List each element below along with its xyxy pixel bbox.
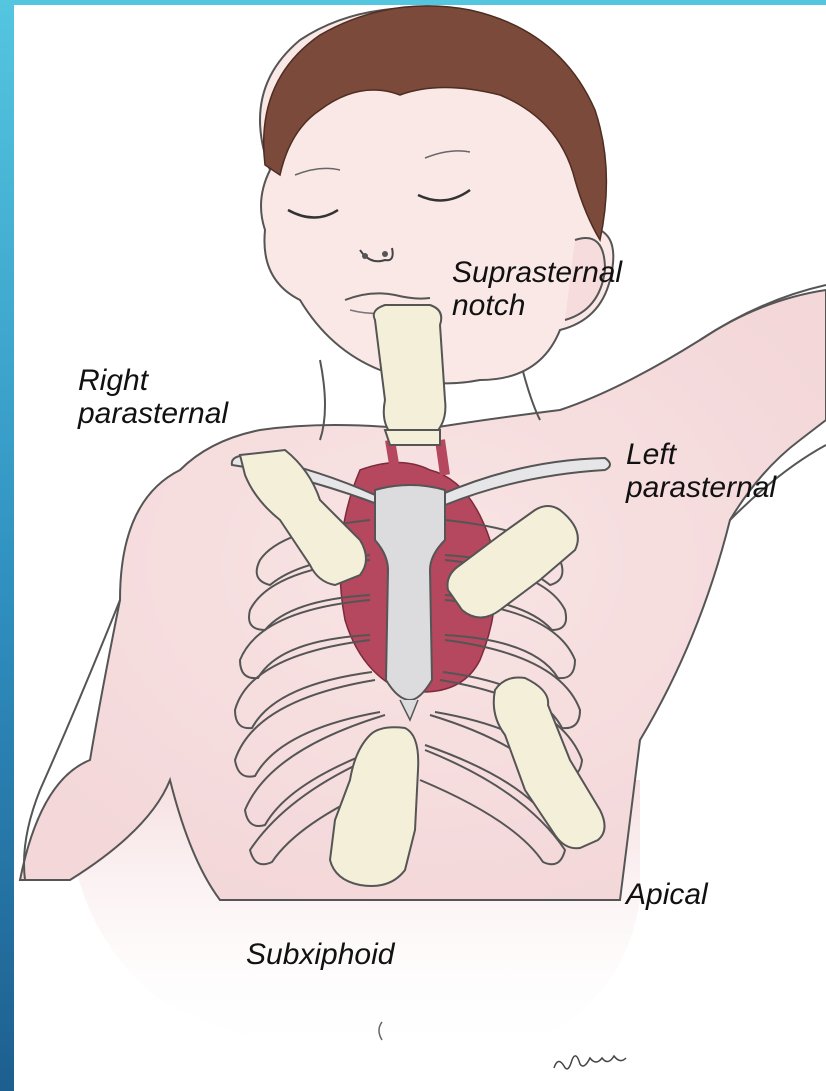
- label-apical: Apical: [626, 878, 708, 911]
- label-left-parasternal: Left parasternal: [626, 438, 776, 504]
- label-suprasternal-notch: Suprasternal notch: [452, 256, 622, 322]
- label-right-parasternal: Right parasternal: [78, 364, 228, 430]
- label-subxiphoid: Subxiphoid: [246, 938, 394, 971]
- artist-signature: [550, 1040, 630, 1080]
- probe-suprasternal: [374, 305, 446, 445]
